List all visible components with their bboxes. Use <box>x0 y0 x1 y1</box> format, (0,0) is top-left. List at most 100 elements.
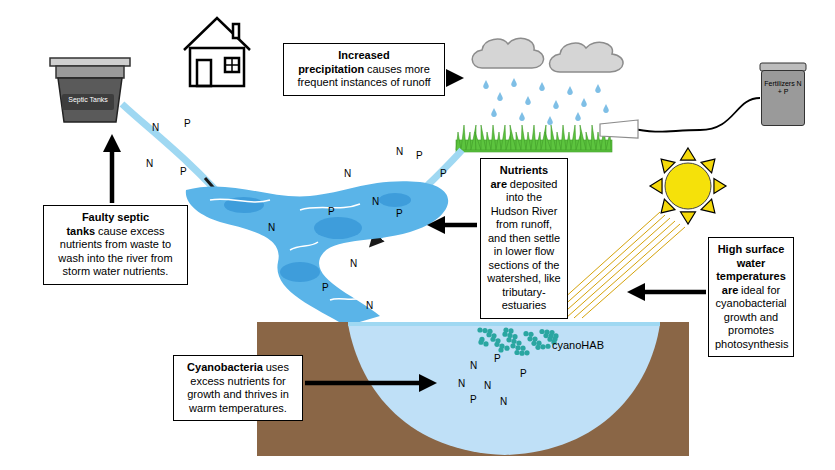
sunlight-ray <box>574 224 680 318</box>
rain-drop <box>595 84 601 93</box>
sun-icon <box>650 148 726 224</box>
grass-blade <box>456 132 461 150</box>
rain-drop <box>553 100 559 109</box>
callout-box: Cyanobacteriauses excess nutrients for g… <box>173 355 303 421</box>
nutrient-letter: P <box>184 118 191 129</box>
sun-ray <box>650 179 662 194</box>
cyanobacteria-dot <box>506 337 511 342</box>
callout-text: Fertilizers N + P <box>763 80 803 96</box>
grass-blade <box>475 132 481 150</box>
spray-nozzle <box>600 120 638 138</box>
grass-blade <box>545 132 551 150</box>
grass-blade <box>566 132 571 150</box>
rain-drop <box>547 116 553 125</box>
nutrient-letter: N <box>146 158 153 169</box>
cyanobacteria-dot <box>483 341 488 346</box>
nutrient-letter: N <box>366 300 373 311</box>
cyanobacteria-dot <box>504 346 509 351</box>
grass-blade <box>586 132 591 150</box>
cyanobacteria-dot <box>545 344 550 349</box>
grass-blade <box>571 125 576 150</box>
nutrient-letter: P <box>416 150 423 161</box>
sunlight-ray <box>582 227 685 318</box>
grass-blade <box>461 125 466 150</box>
grass-blade <box>551 125 556 150</box>
rain-drop <box>581 98 587 107</box>
cyanobacteria-dot <box>520 346 525 351</box>
fertilizer-can: Fertilizers N + P <box>761 70 805 126</box>
rain-drop <box>491 108 497 117</box>
nutrient-letter: P <box>520 368 527 379</box>
cyanobacteria-dot <box>482 328 487 333</box>
cyanobacteria-dot <box>527 336 532 341</box>
nutrient-letter: N <box>344 168 351 179</box>
grass-blade <box>466 132 471 150</box>
nutrient-letter: P <box>470 394 477 405</box>
cyanobacteria-dot <box>539 329 544 334</box>
cyanobacteria-dot <box>477 327 482 332</box>
pond-surface <box>348 322 660 326</box>
cyanobacteria-dot <box>510 343 515 348</box>
cyanobacteria-dot <box>523 331 528 336</box>
grass-blade <box>526 132 531 150</box>
cyanobacteria-dot <box>531 341 536 346</box>
septic-tank-label: Septic Tanks <box>62 94 114 110</box>
sun-ray <box>714 179 726 194</box>
cyanobacteria-dot <box>515 345 520 350</box>
nutrient-letter: N <box>470 360 477 371</box>
grass-blade <box>491 125 496 150</box>
nutrient-letter: P <box>440 168 447 179</box>
cyanobacteria-dot <box>553 333 558 338</box>
rain-drop <box>575 112 581 121</box>
callout-arrows <box>112 78 706 383</box>
cyanobacteria-dot <box>549 330 554 335</box>
grass-blade <box>531 125 536 150</box>
cyanobacteria-dot <box>514 350 519 355</box>
callout-heading: Cyanobacteria <box>187 361 263 373</box>
sunlight-ray <box>566 221 675 318</box>
nutrient-letter: P <box>328 206 335 217</box>
grass-blade <box>481 125 486 150</box>
cyanobacteria-dot <box>479 337 484 342</box>
nutrient-letter: N <box>458 378 465 389</box>
grass-blade <box>580 125 586 150</box>
bloom-label: cyanoHAB <box>552 340 604 351</box>
grass-blade <box>501 125 506 150</box>
rain-drop <box>567 86 573 95</box>
rain-drop <box>525 96 531 105</box>
nutrient-letter: N <box>500 396 507 407</box>
grass-blade <box>561 125 566 150</box>
cyanobacteria-dot <box>532 336 537 341</box>
cyanobacteria-dot <box>491 333 496 338</box>
cyanobacteria-dots <box>477 327 558 355</box>
callout-box: Nutrients aredeposited into the Hudson R… <box>480 158 568 319</box>
callout-text: Septic Tanks <box>63 96 113 104</box>
grass-blade <box>521 125 526 150</box>
cyanobacteria-dot <box>511 339 516 344</box>
cyanobacteria-dot <box>519 351 524 356</box>
hudson-river <box>186 181 448 326</box>
cyanobacteria-dot <box>528 332 533 337</box>
grass-blade <box>486 132 491 150</box>
grass-blade <box>510 125 516 150</box>
rain-drop <box>497 92 503 101</box>
callout-box: High surface water temperatures areideal… <box>708 237 794 357</box>
rain-drop <box>511 78 517 87</box>
rain-drop <box>519 112 525 121</box>
grass-blade <box>591 125 596 150</box>
callout-box: Faulty septic tankscause excess nutrient… <box>43 205 188 285</box>
rain-clouds <box>472 38 623 72</box>
cyanobacteria-dot <box>536 341 541 346</box>
nutrient-letter: N <box>350 258 357 269</box>
grass-blade <box>496 132 501 150</box>
cyanobacteria-dot <box>544 329 549 334</box>
nutrient-letter: N <box>484 380 491 391</box>
grass-blade <box>536 132 541 150</box>
nutrient-letter: P <box>396 208 403 219</box>
house-icon <box>184 18 250 86</box>
sunlight-ray <box>558 218 670 318</box>
nutrient-letter: P <box>322 282 329 293</box>
nutrient-letter: P <box>494 353 501 364</box>
nutrient-letter: N <box>372 196 379 207</box>
rain-drops <box>483 78 609 125</box>
